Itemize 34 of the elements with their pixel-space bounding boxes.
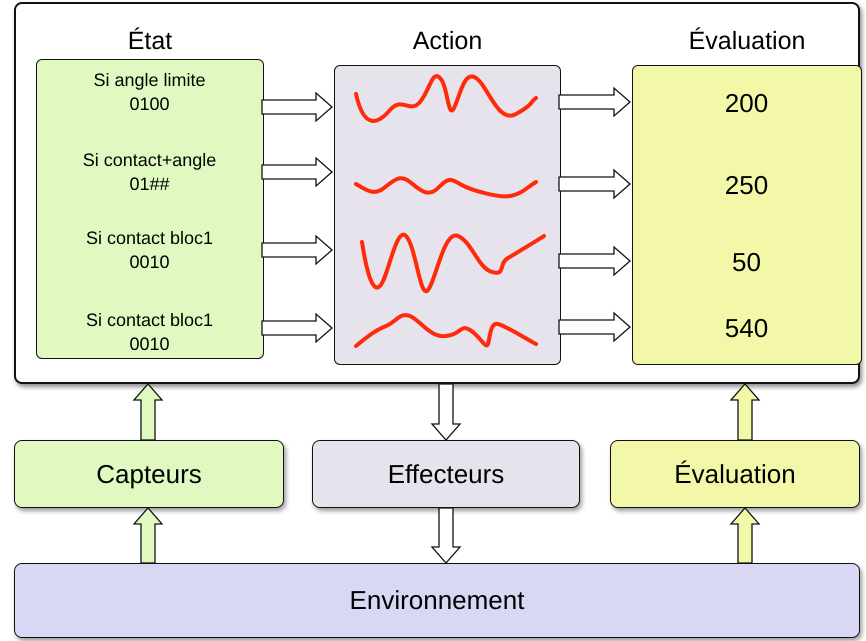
block-arrow: [261, 234, 333, 266]
rule-condition: Si contact bloc1: [86, 226, 214, 250]
column-heading: Évaluation: [688, 26, 806, 56]
block-arrow: [132, 507, 164, 564]
module-box: Évaluation: [610, 440, 860, 508]
rule-condition: Si contact+angle: [82, 148, 216, 172]
rule-code: 01##: [129, 172, 170, 196]
block-arrow: [730, 507, 760, 564]
environment-box: Environnement: [14, 563, 860, 638]
block-arrow: [261, 92, 333, 122]
module-box: Effecteurs: [312, 440, 580, 508]
block-arrow: [730, 383, 760, 441]
evaluation-value: 50: [632, 228, 862, 298]
column-heading: État: [126, 26, 174, 56]
block-arrow: [430, 383, 462, 441]
evaluation-value: 540: [632, 304, 862, 354]
block-arrow: [132, 383, 164, 441]
evaluation-value: 200: [632, 72, 862, 136]
rule-code: 0100: [129, 92, 170, 116]
rule-condition: Si angle limite: [93, 68, 206, 92]
rule-condition: Si contact bloc1: [86, 308, 214, 332]
block-arrow: [558, 86, 631, 118]
outer-panel: [14, 2, 860, 384]
block-arrow: [261, 156, 333, 188]
block-arrow: [558, 312, 631, 342]
rule-code: 0010: [129, 250, 170, 274]
block-arrow: [558, 168, 631, 200]
block-arrow: [261, 312, 333, 344]
block-arrow: [430, 507, 462, 564]
block-arrow: [558, 246, 631, 276]
column-heading: Action: [412, 26, 484, 56]
rule-code: 0010: [129, 332, 170, 356]
module-box: Capteurs: [14, 440, 284, 508]
evaluation-value: 250: [632, 154, 862, 218]
